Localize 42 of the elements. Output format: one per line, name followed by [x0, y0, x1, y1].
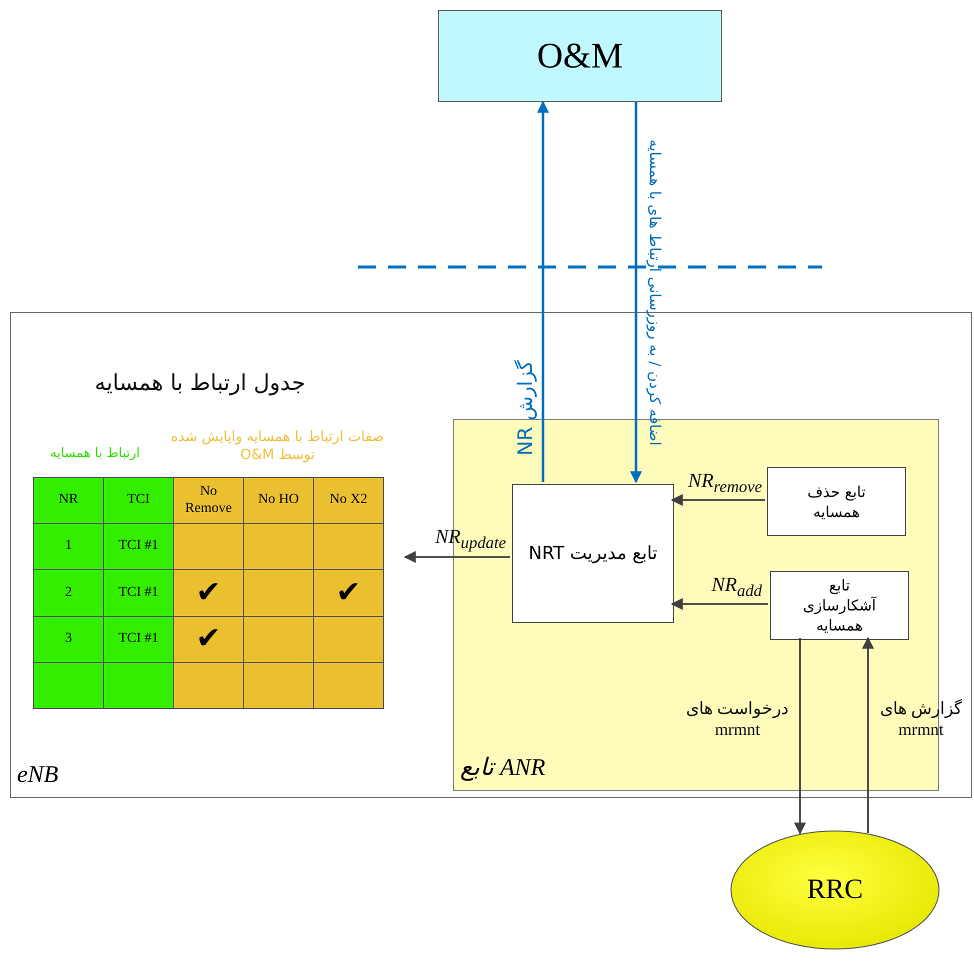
process-box	[767, 467, 906, 536]
table-cell: 3	[33, 616, 104, 663]
arrow	[404, 551, 510, 563]
table-cell: No HO	[243, 477, 314, 524]
box-label: تابع آشکارسازی همسایه	[802, 575, 878, 636]
container-label: eNB	[17, 762, 58, 789]
table-cell: TCI #1	[103, 523, 174, 570]
arrow	[670, 598, 768, 610]
arrow	[862, 636, 874, 834]
table-cell: 2	[33, 569, 104, 617]
column-group-heading: صفات ارتباط با همسایه واپایش شده توسط O&M	[170, 428, 385, 464]
checkmark-cell: ✔	[173, 569, 244, 617]
arrow	[794, 638, 806, 835]
table-cell: TCI #1	[103, 569, 174, 617]
edge-label: NR$_{remove}$	[686, 470, 762, 497]
checkmark-cell: ✔	[173, 616, 244, 663]
node-label: RRC	[806, 873, 864, 908]
table-cell: NR	[33, 477, 104, 524]
edge-label: اضافه کردن / به روزرسانی ارتباط های با همسایه	[645, 138, 665, 448]
checkmark-cell: ✔	[313, 569, 384, 617]
table-cell: No X2	[313, 477, 384, 524]
arrow	[670, 494, 765, 506]
box-label: O&M	[536, 34, 624, 78]
process-box	[512, 484, 674, 623]
process-box	[770, 571, 909, 640]
arrow	[537, 100, 549, 482]
edge-label: NR$_{update}$	[434, 526, 506, 553]
container-label: تابع ANR	[460, 754, 546, 782]
box-label: تابع حذف همسایه	[806, 481, 867, 522]
table-cell: TCI	[103, 477, 174, 524]
table-cell: 1	[33, 523, 104, 570]
table-cell: No Remove	[173, 477, 244, 524]
edge-label: گزارش های mrmnt	[878, 698, 964, 740]
box-label: تابع مدیریت NRT	[528, 541, 658, 566]
table-title: جدول ارتباط با همسایه	[94, 370, 306, 398]
edge-label: NR$_{add}$	[710, 574, 762, 601]
edge-label: درخواست های mrmnt	[684, 698, 790, 740]
arrow	[630, 102, 642, 484]
process-box	[438, 10, 722, 102]
column-group-heading: ارتباط با همسایه	[49, 446, 141, 463]
table-cell: TCI #1	[103, 616, 174, 663]
edge-label: گزارش NR	[512, 359, 538, 458]
